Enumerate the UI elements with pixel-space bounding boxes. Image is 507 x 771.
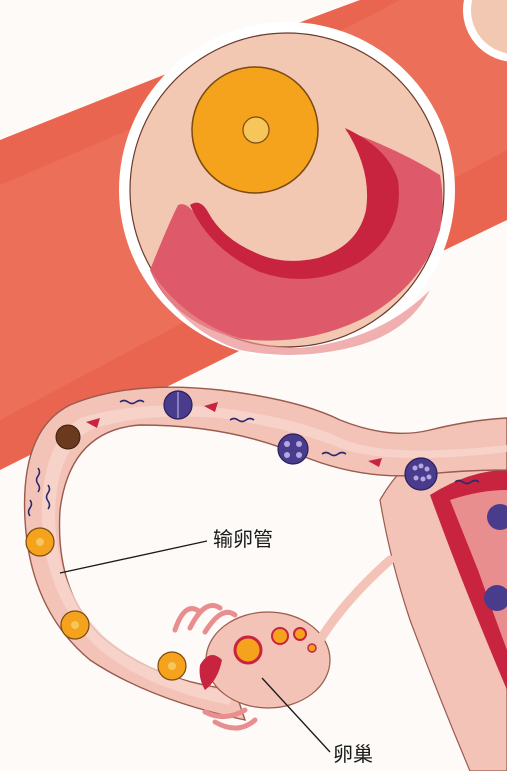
ovary-shape — [206, 612, 330, 708]
egg-nucleus — [71, 621, 79, 629]
ovary-follicle — [308, 644, 316, 652]
leader-line-tube — [60, 541, 207, 573]
ovary-follicle — [235, 637, 261, 663]
embryo-icon — [278, 434, 308, 464]
zygote-icon — [56, 425, 80, 449]
magnified-view — [119, 22, 455, 358]
embryo-icon — [164, 391, 192, 419]
embryo-icon — [405, 458, 437, 490]
ovarian-ligament — [320, 560, 390, 640]
egg-nucleus — [243, 117, 269, 143]
ovary-follicle — [294, 628, 306, 640]
fallopian-tube-label: 输卵管 — [213, 529, 273, 549]
egg-nucleus — [168, 662, 176, 670]
ovary-label: 卵巢 — [333, 744, 373, 764]
egg-nucleus — [36, 538, 44, 546]
ovary-follicle — [272, 628, 288, 644]
